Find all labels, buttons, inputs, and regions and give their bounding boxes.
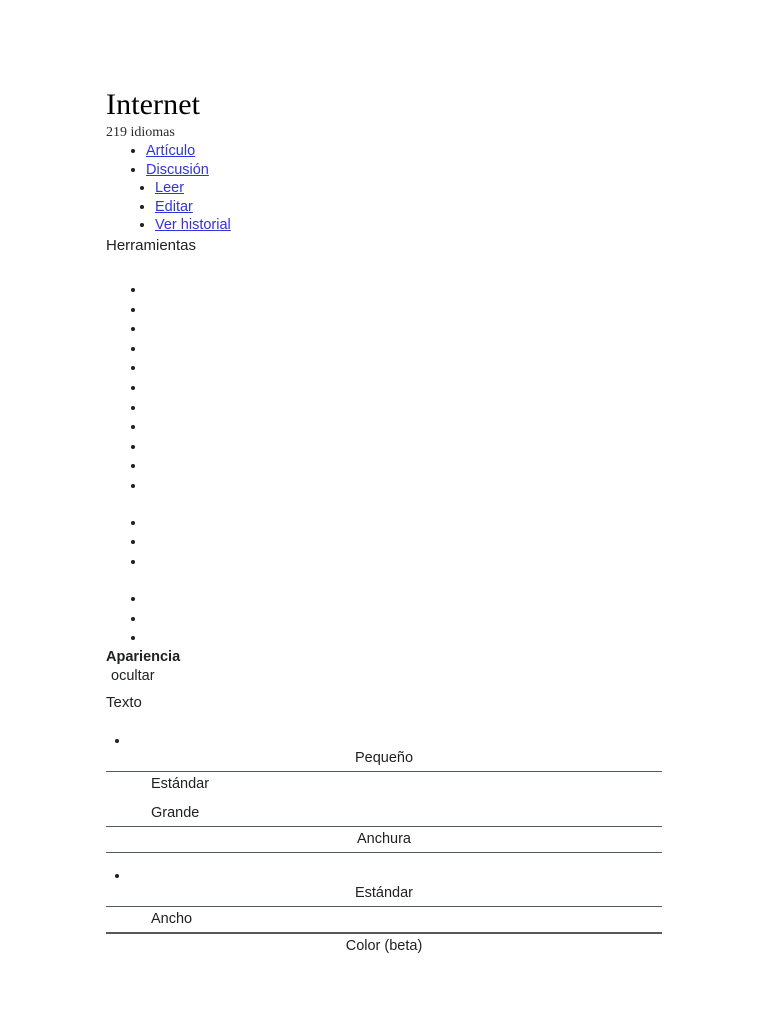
width-option-ancho[interactable]: Ancho: [151, 911, 193, 928]
list-item[interactable]: [146, 609, 662, 629]
width-section-label: Anchura: [356, 831, 411, 848]
tab-editar[interactable]: Editar: [155, 198, 193, 215]
divider: [106, 826, 662, 828]
tab-discusion[interactable]: Discusión: [146, 161, 209, 178]
list-item[interactable]: [146, 437, 662, 457]
divider: [106, 852, 662, 854]
list-item[interactable]: [146, 319, 662, 339]
list-item: Artículo: [146, 142, 662, 161]
divider: [106, 771, 662, 773]
list-item[interactable]: [130, 731, 662, 749]
tools-group-secondary: [106, 513, 662, 572]
appearance-hide-toggle[interactable]: ocultar: [111, 668, 155, 685]
tab-ver-historial[interactable]: Ver historial: [155, 217, 231, 234]
tools-menu-label[interactable]: Herramientas: [106, 236, 197, 254]
text-size-option-list: [106, 731, 662, 749]
tools-group-tertiary: [106, 589, 662, 648]
list-item[interactable]: [146, 300, 662, 320]
spacer: [106, 856, 662, 866]
spacer: [106, 256, 662, 280]
width-option-list: [106, 866, 662, 884]
list-item: Editar: [155, 198, 662, 217]
list-item[interactable]: [146, 280, 662, 300]
text-size-option-grande[interactable]: Grande: [151, 805, 200, 822]
view-tab-list: Leer Editar Ver historial: [106, 179, 662, 235]
list-item[interactable]: [146, 339, 662, 359]
list-item[interactable]: [146, 417, 662, 437]
text-size-option-pequeno[interactable]: Pequeño: [354, 750, 414, 767]
article-page: Internet 219 idiomas Artículo Discusión …: [106, 88, 662, 956]
spacer: [106, 571, 662, 589]
list-item[interactable]: [146, 628, 662, 648]
list-item: Discusión: [146, 161, 662, 180]
list-item[interactable]: [146, 552, 662, 572]
color-section-label: Color (beta): [345, 938, 423, 955]
list-item[interactable]: [146, 589, 662, 609]
list-item[interactable]: [146, 476, 662, 496]
list-item[interactable]: [146, 398, 662, 418]
list-item[interactable]: [146, 378, 662, 398]
list-item[interactable]: [146, 358, 662, 378]
width-option-estandar[interactable]: Estándar: [354, 885, 414, 902]
spacer: [106, 496, 662, 513]
spacer: [106, 715, 662, 731]
text-size-option-estandar[interactable]: Estándar: [151, 776, 210, 793]
list-item: Ver historial: [155, 216, 662, 235]
language-count-label[interactable]: 219 idiomas: [106, 125, 175, 140]
list-item[interactable]: [130, 866, 662, 884]
tab-leer[interactable]: Leer: [155, 180, 185, 197]
tools-group-primary: [106, 280, 662, 496]
namespace-tab-list: Artículo Discusión: [106, 142, 662, 179]
page-title: Internet: [106, 88, 201, 121]
list-item[interactable]: [146, 532, 662, 552]
list-item: Leer: [155, 179, 662, 198]
list-item[interactable]: [146, 456, 662, 476]
divider: [106, 906, 662, 908]
spacer: [106, 794, 662, 804]
appearance-heading: Apariencia: [106, 649, 181, 666]
divider: [106, 932, 662, 935]
tab-articulo[interactable]: Artículo: [146, 143, 196, 159]
list-item[interactable]: [146, 513, 662, 533]
text-size-section-label: Texto: [106, 694, 142, 712]
